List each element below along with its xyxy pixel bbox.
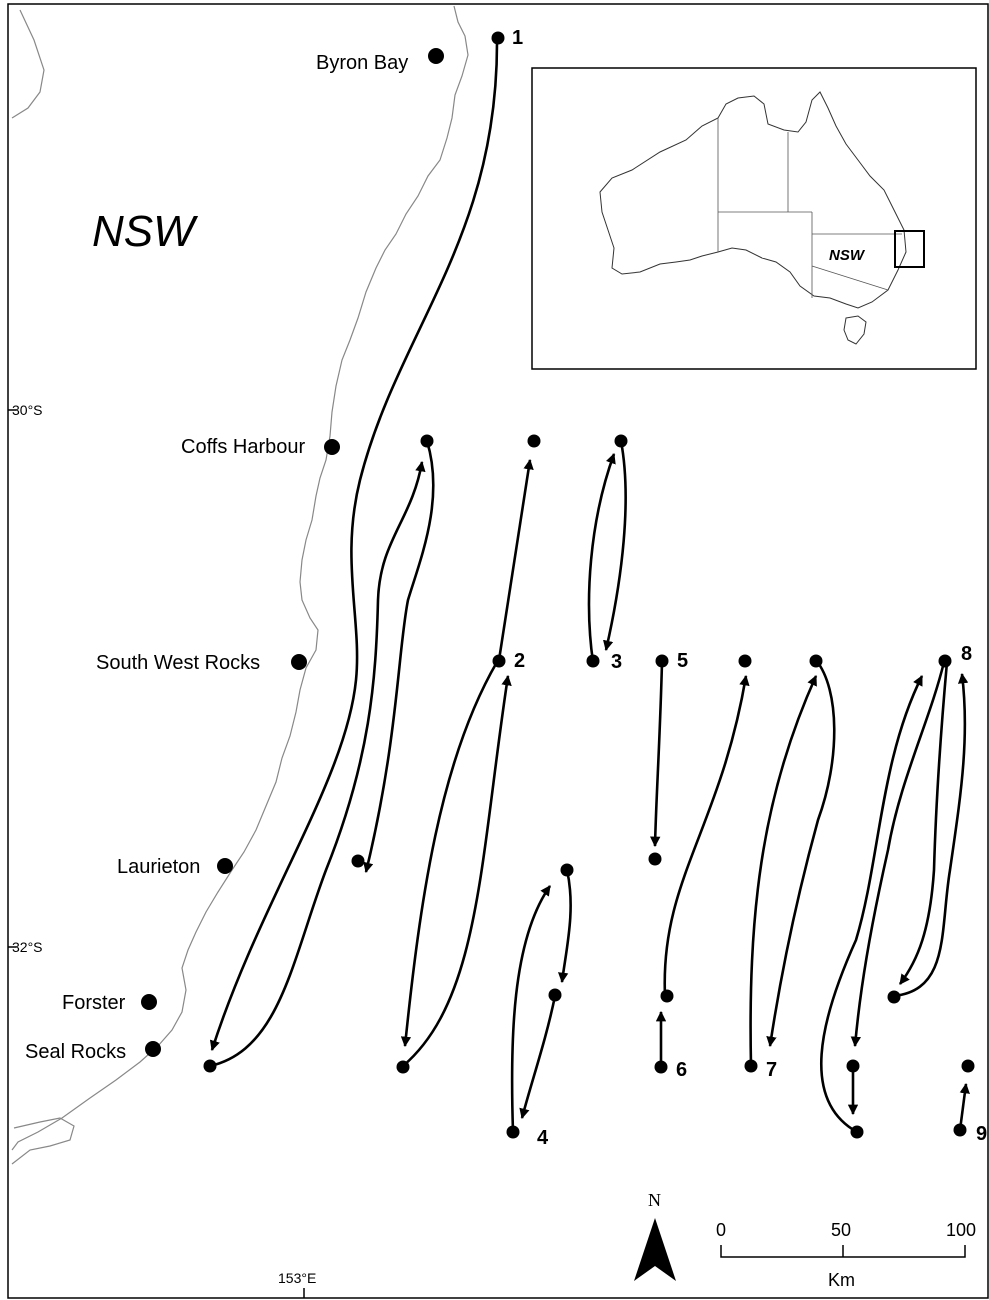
track-point [938, 654, 952, 668]
tracks [209, 39, 970, 1134]
track-point [560, 863, 574, 877]
track-8-leg-d [893, 672, 969, 998]
scale-bar-line [720, 1245, 966, 1258]
town-label-coffs-harbour: Coffs Harbour [181, 436, 305, 458]
track-point [744, 1059, 758, 1073]
north-arrow: N [634, 1190, 676, 1281]
track-8-leg-a [819, 675, 924, 1134]
scale-tick-100: 100 [946, 1220, 976, 1240]
track-point [548, 988, 562, 1002]
track-number-labels: 1 2 3 4 5 6 7 8 9 [512, 27, 987, 1149]
town-marker-south-west-rocks [291, 654, 307, 670]
track-2-leg-c [402, 674, 512, 1067]
track-3-leg-a [587, 453, 616, 663]
town-label-forster: Forster [62, 992, 126, 1014]
track-point [351, 854, 365, 868]
track-point [492, 654, 506, 668]
track-number-3: 3 [611, 651, 622, 673]
track-1-leg-north [209, 460, 426, 1068]
track-point [738, 654, 752, 668]
track-7-leg-a [749, 675, 818, 1067]
track-3-leg-b [603, 440, 627, 652]
inset-frame [531, 67, 977, 370]
track-1-leg-coffs [363, 440, 435, 874]
track-point [586, 654, 600, 668]
track-2-leg-a [497, 458, 534, 661]
track-number-2: 2 [514, 650, 525, 672]
track-number-5: 5 [677, 650, 688, 672]
track-4-leg-b [558, 869, 572, 984]
track-number-8: 8 [961, 643, 972, 665]
track-point [846, 1059, 860, 1073]
town-marker-seal-rocks [145, 1041, 161, 1057]
map-frame [7, 3, 989, 1299]
inset-australia-outline [599, 91, 907, 309]
track-point [614, 434, 628, 448]
track-point [660, 989, 674, 1003]
inset-tasmania [843, 315, 867, 345]
town-label-south-west-rocks: South West Rocks [96, 652, 260, 674]
track-number-7: 7 [766, 1059, 777, 1081]
town-label-laurieton: Laurieton [117, 856, 200, 878]
track-8-leg-c [898, 661, 949, 985]
track-point [961, 1059, 975, 1073]
town-markers: Byron Bay Coffs Harbour South West Rocks… [25, 48, 444, 1063]
track-number-9: 9 [976, 1123, 987, 1145]
track-point [887, 990, 901, 1004]
coastline-north [11, 9, 45, 119]
track-9-leg [958, 1082, 970, 1131]
north-arrow-icon [634, 1218, 676, 1281]
track-5-leg [650, 661, 664, 848]
town-marker-forster [141, 994, 157, 1010]
town-label-byron-bay: Byron Bay [316, 52, 408, 74]
track-point [648, 852, 662, 866]
region-label: NSW [92, 207, 198, 256]
track-2-leg-b [400, 661, 499, 1048]
scale-tick-50: 50 [831, 1220, 851, 1240]
track-number-1: 1 [512, 27, 523, 49]
town-marker-byron-bay [428, 48, 444, 64]
track-1-leg-south [209, 39, 499, 1051]
track-point [506, 1125, 520, 1139]
track-4-leg-a [510, 885, 552, 1133]
track-points [203, 31, 975, 1139]
track-4-leg-c [519, 995, 557, 1120]
track-number-6: 6 [676, 1059, 687, 1081]
inset-state-borders [717, 118, 902, 298]
town-label-seal-rocks: Seal Rocks [25, 1041, 126, 1063]
track-point [654, 1060, 668, 1074]
track-point [527, 434, 541, 448]
track-7-leg-b [766, 659, 836, 1048]
scale-unit-label: Km [828, 1270, 855, 1290]
scale-tick-0: 0 [716, 1220, 726, 1240]
longitude-153e-label: 153°E [278, 1270, 316, 1286]
town-marker-coffs-harbour [324, 439, 340, 455]
graticule: 30°S 32°S 153°E [8, 402, 316, 1298]
track-point [809, 654, 823, 668]
inset-study-area-box [894, 230, 925, 268]
town-marker-laurieton [217, 858, 233, 874]
coastline [11, 5, 469, 1151]
track-6-leg-b [663, 674, 750, 997]
scale-bar: 0 50 100 Km [716, 1220, 976, 1290]
track-point [396, 1060, 410, 1074]
track-point [420, 434, 434, 448]
track-point [491, 31, 505, 45]
latitude-30s-label: 30°S [12, 402, 43, 418]
track-number-4: 4 [537, 1127, 549, 1149]
track-point [850, 1125, 864, 1139]
track-point [203, 1059, 217, 1073]
track-point [655, 654, 669, 668]
north-arrow-label: N [648, 1190, 661, 1210]
inset-region-label: NSW [829, 247, 866, 264]
inset-map: NSW [531, 67, 977, 370]
track-point [953, 1123, 967, 1137]
track-8-leg-b [850, 661, 946, 1048]
latitude-32s-label: 32°S [12, 939, 43, 955]
coastline-estuary [11, 1117, 75, 1165]
